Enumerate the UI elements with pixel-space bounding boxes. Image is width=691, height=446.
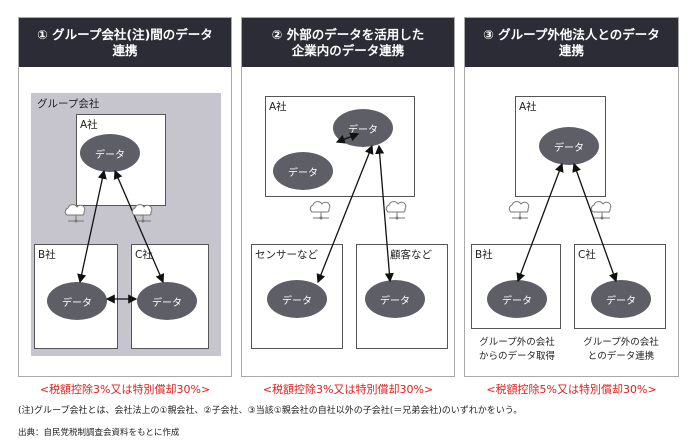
sensor-label: センサーなど [255, 249, 318, 261]
data-node-sensor: データ [267, 280, 327, 318]
company-c-caption: グループ外の会社 とのデータ連携 [583, 337, 659, 362]
data-node-b: データ [487, 280, 547, 318]
data-node-a1: データ [333, 109, 393, 147]
company-b-caption: グループ外の会社 からのデータ取得 [478, 337, 555, 362]
data-node-customer: データ [365, 280, 425, 318]
benefit-label: <税額控除5%又は特別償却30%> [486, 383, 657, 396]
data-node-c: データ [137, 282, 197, 320]
panel-title: ③ グループ外他法人とのデータ 連携 [465, 18, 678, 67]
company-c-label: C社 [135, 249, 153, 261]
company-c-label: C社 [578, 249, 596, 261]
group-label: グループ会社 [37, 98, 100, 110]
data-node-a: データ [80, 134, 140, 172]
panel-group-linkage: ① グループ会社(注)間のデータ 連携 グループ会社 A社 データ B社 データ… [18, 17, 232, 396]
benefit-label: <税額控除3%又は特別償却30%> [39, 383, 211, 396]
customer-label: 顧客など [390, 249, 432, 261]
data-node-b: データ [47, 282, 107, 320]
panel-title: ② 外部のデータを活用した 企業内のデータ連携 [242, 18, 454, 67]
footnote: (注)グループ会社とは、会社法上の①親会社、②子会社、③当該①親会社の自社以外の… [18, 406, 523, 416]
company-a-label: A社 [269, 101, 287, 113]
company-a-label: A社 [519, 101, 537, 113]
data-node-c: データ [591, 280, 651, 318]
company-b-label: B社 [475, 249, 493, 261]
panel-external-data: ② 外部のデータを活用した 企業内のデータ連携 A社 データ データ センサーな… [241, 17, 455, 396]
data-node-a2: データ [273, 152, 333, 190]
panel-title: ① グループ会社(注)間のデータ 連携 [19, 18, 231, 67]
company-b-label: B社 [38, 249, 56, 261]
data-node-a: データ [539, 127, 599, 165]
source-note: 出典：自民党税制調査会資料をもとに作成 [18, 428, 180, 438]
company-a-label: A社 [80, 119, 98, 131]
panel-external-company: ③ グループ外他法人とのデータ 連携 A社 データ B社 データ C社 データ … [464, 17, 679, 396]
benefit-label: <税額控除3%又は特別償却30%> [262, 383, 434, 396]
